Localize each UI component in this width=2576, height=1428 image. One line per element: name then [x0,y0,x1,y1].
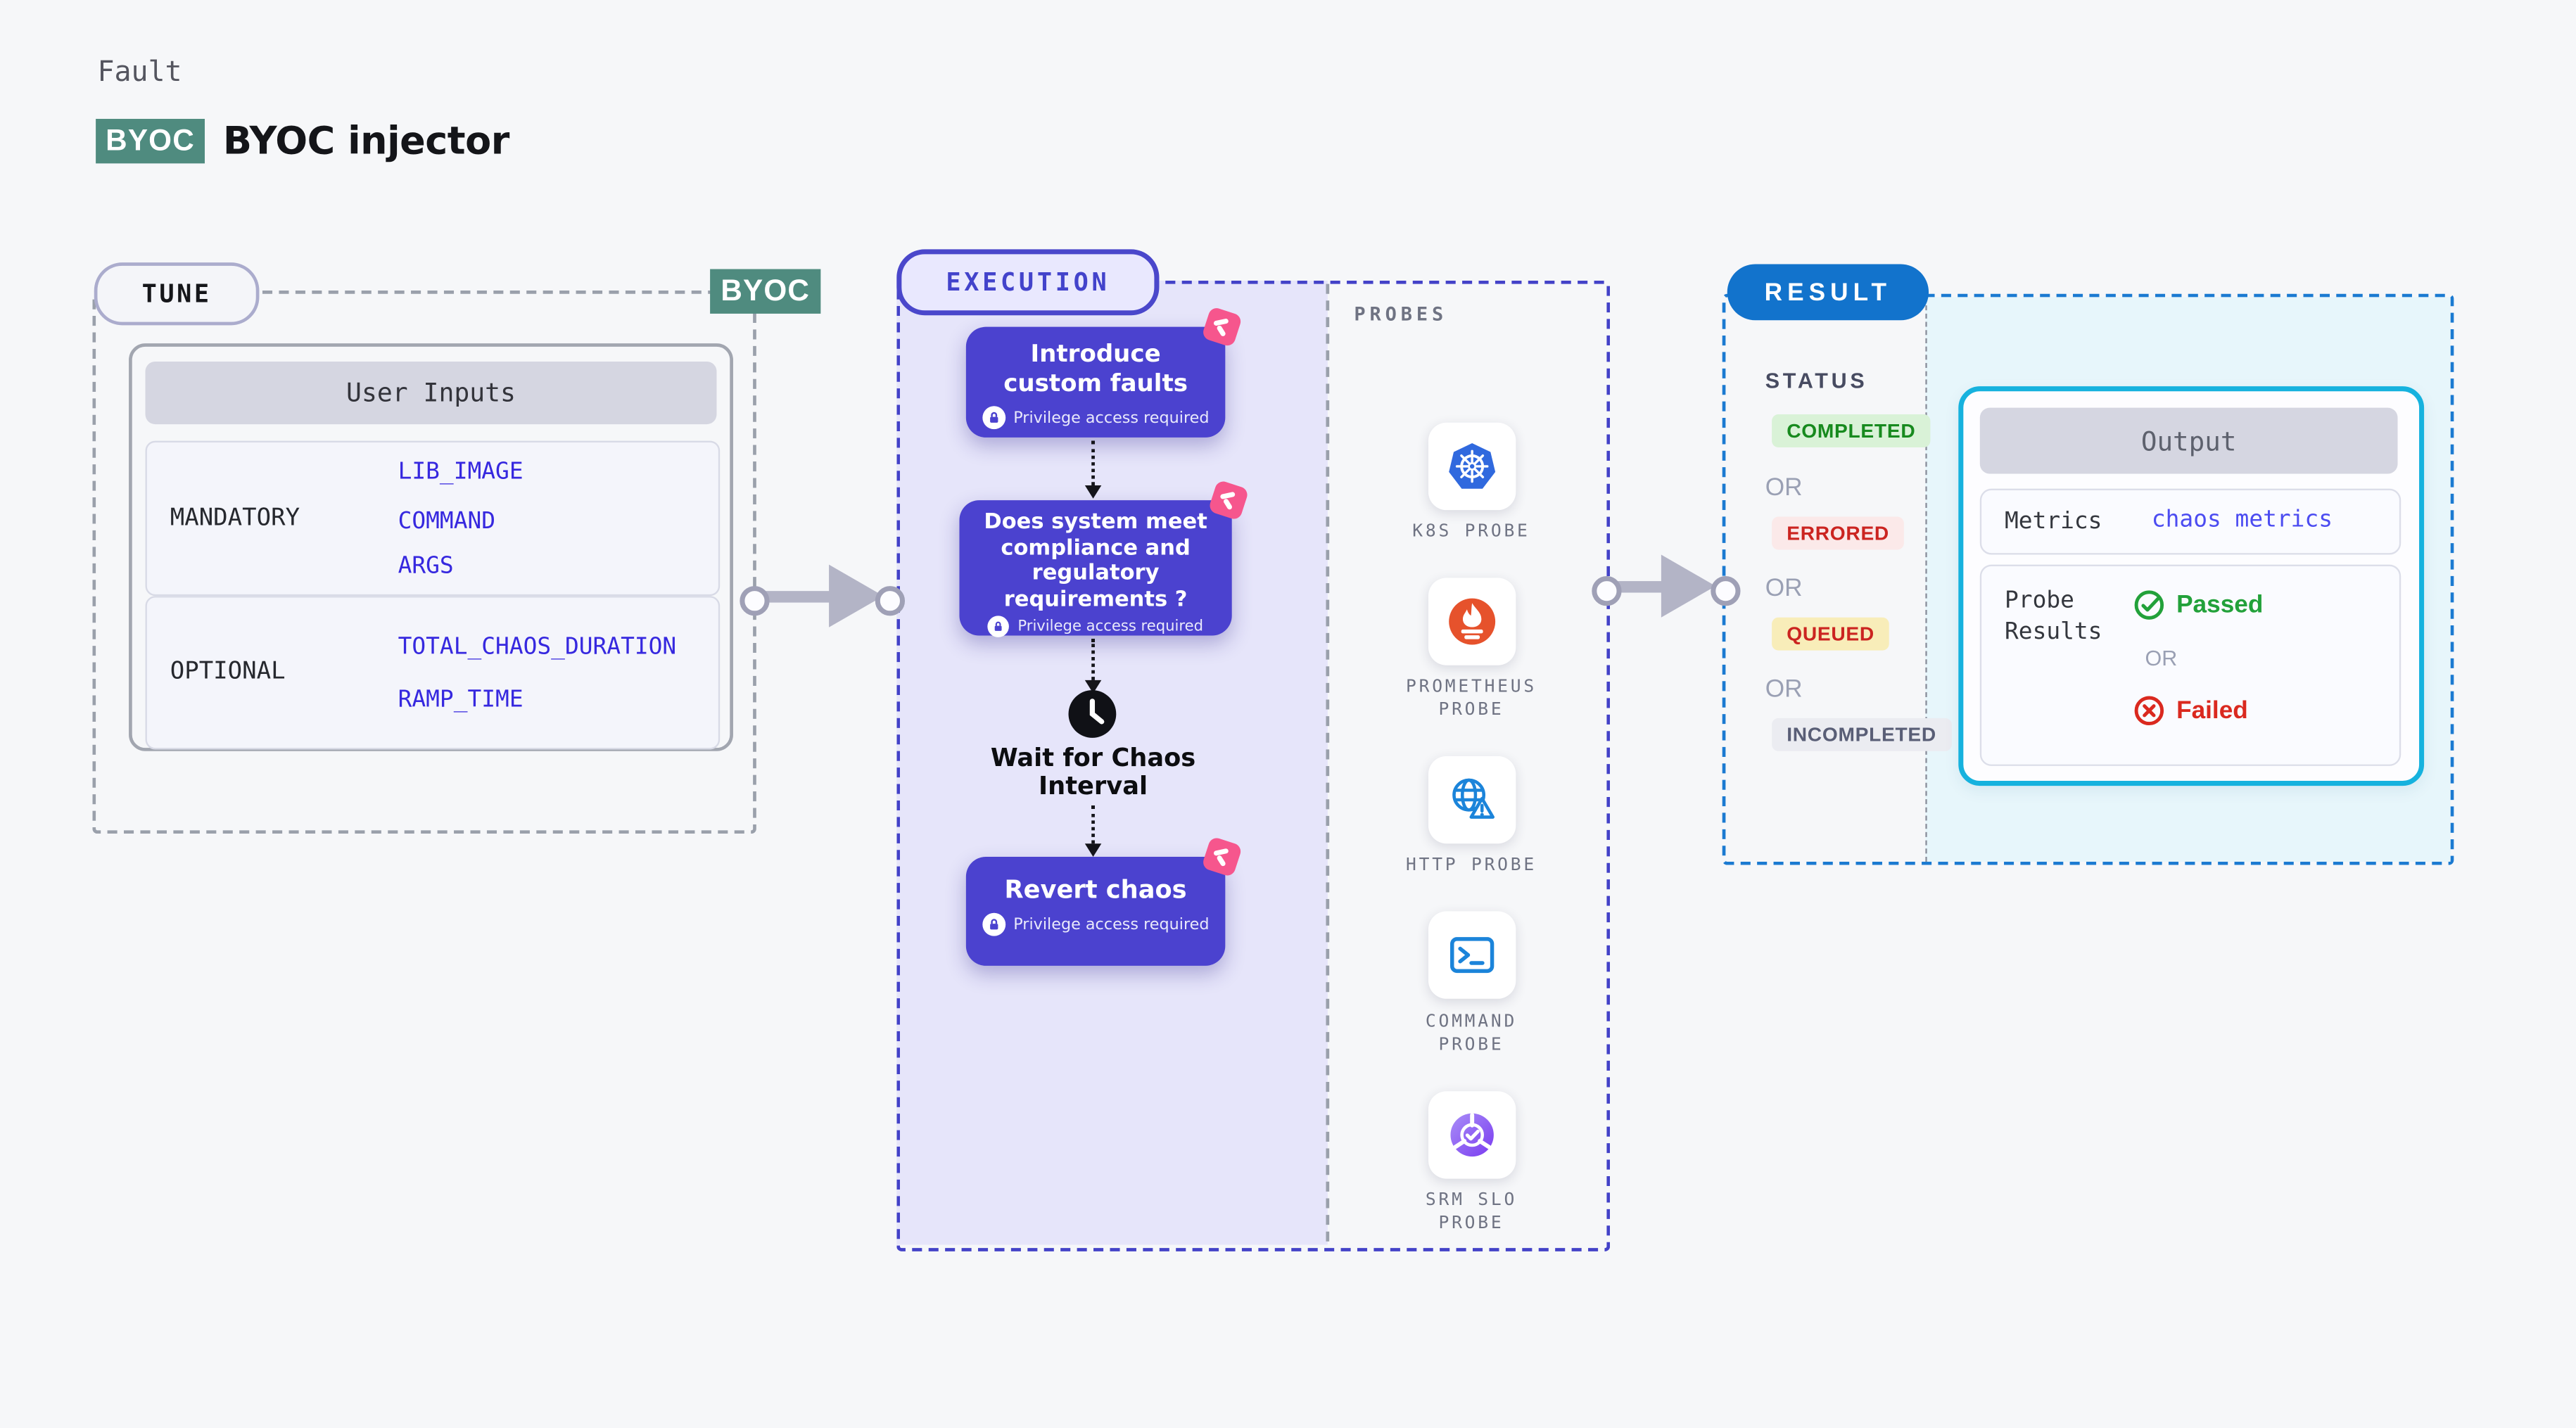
check-circle-icon [2134,590,2164,620]
privilege-note: Privilege access required [966,406,1225,430]
command-icon [1450,937,1495,974]
fault-kicker: Fault [97,56,182,89]
mandatory-label: MANDATORY [170,505,300,532]
probe-card-k8s [1428,422,1516,511]
status-badge-incompleted: INCOMPLETED [1772,718,1952,751]
byoc-badge: BYOC [96,118,205,164]
probe-label-command: COMMAND PROBE [1425,1012,1518,1055]
metrics-label: Metrics [2005,508,2102,535]
probe-card-srm-slo [1428,1091,1516,1179]
param-total-chaos-duration: TOTAL_CHAOS_DURATION [398,634,677,661]
or-label: OR [1765,574,1803,603]
probe-card-command [1428,911,1516,999]
http-icon [1452,778,1495,819]
output-card: Output Metrics chaos metrics Probe Resul… [1958,386,2425,786]
execution-panel [896,280,1611,1251]
optional-row: OPTIONAL TOTAL_CHAOS_DURATION RAMP_TIME [145,596,721,750]
result-panel: STATUS COMPLETED OR ERRORED OR QUEUED OR… [1722,293,2454,865]
arrow-end-dot [1711,576,1741,606]
privilege-note: Privilege access required [959,616,1231,637]
connector-line [1091,805,1095,844]
or-label: OR [2145,645,2178,670]
step-title: Revert chaos [1004,874,1187,905]
srm-slo-icon [1450,1113,1494,1157]
result-divider [1925,297,1927,862]
arrow-head-icon [829,564,884,627]
param-command: COMMAND [398,508,496,535]
passed-result: Passed [2133,589,2263,621]
probe-results-label: Probe Results [2005,587,2102,646]
lock-icon [982,912,1005,936]
lock-icon [982,406,1005,430]
lock-icon [988,616,1010,637]
or-label: OR [1765,675,1803,703]
tune-pill: TUNE [94,262,260,326]
optional-label: OPTIONAL [170,658,286,685]
user-inputs-card: User Inputs MANDATORY LIB_IMAGE COMMAND … [129,343,733,751]
arrow-shaft [761,591,836,603]
result-pill: RESULT [1727,264,1929,321]
tune-panel [92,291,756,834]
connector-arrow-icon [1084,680,1102,694]
kubernetes-icon [1449,443,1496,489]
probe-label-prometheus: PROMETHEUS PROBE [1406,677,1537,720]
probe-results-row: Probe Results Passed OR Failed [1979,564,2401,766]
or-label: OR [1765,473,1803,502]
probe-card-prometheus [1428,578,1516,665]
clock-icon [1065,687,1119,741]
probe-card-http [1428,756,1516,844]
param-lib-image: LIB_IMAGE [398,459,524,485]
execution-pill: EXECUTION [896,249,1160,316]
page-title: BYOC injector [222,120,510,164]
step-introduce-custom-faults: Introduce custom faults Privilege access… [965,306,1243,438]
output-header: Output [1979,407,2398,474]
step-compliance-check: Does system meet compliance and regulato… [959,479,1250,637]
probe-label-k8s: K8S PROBE [1412,521,1530,542]
failed-result: Failed [2133,695,2248,727]
arrow-head-icon [1661,554,1716,618]
execution-fill [896,280,1328,1245]
user-inputs-header: User Inputs [145,361,717,425]
connector-arrow-icon [1084,843,1102,857]
step-revert-chaos: Revert chaos Privilege access required [965,836,1243,966]
param-ramp-time: RAMP_TIME [398,687,524,713]
arrow-start-dot [740,586,770,616]
x-circle-icon [2134,696,2164,726]
probes-label: PROBES [1354,302,1448,326]
privilege-note: Privilege access required [966,912,1225,936]
metrics-value: chaos metrics [2151,506,2333,534]
connector-arrow-icon [1084,485,1102,499]
param-args: ARGS [398,553,454,580]
connector-line [1091,440,1095,485]
arrow-end-dot [875,586,906,616]
step-title: Introduce custom faults [1003,341,1188,398]
step-title: Does system meet compliance and regulato… [984,510,1207,612]
mandatory-row: MANDATORY LIB_IMAGE COMMAND ARGS [145,440,721,597]
status-badge-queued: QUEUED [1772,617,1890,651]
tune-corner-byoc-badge: BYOC [710,269,821,314]
wait-step-title: Wait for Chaos Interval [990,743,1196,801]
arrow-shaft [1613,581,1668,593]
status-label: STATUS [1765,368,1868,393]
prometheus-icon [1449,598,1496,645]
status-badge-errored: ERRORED [1772,516,1905,550]
status-badge-completed: COMPLETED [1772,414,1931,447]
metrics-row: Metrics chaos metrics [1979,488,2401,555]
arrow-start-dot [1592,576,1622,606]
probe-label-srm-slo: SRM SLO PROBE [1425,1190,1518,1234]
probes-panel: PROBES K8S PROBE PROMETHEUS PROBE [1326,283,1603,1242]
probe-label-http: HTTP PROBE [1406,855,1537,875]
connector-line [1091,639,1095,680]
